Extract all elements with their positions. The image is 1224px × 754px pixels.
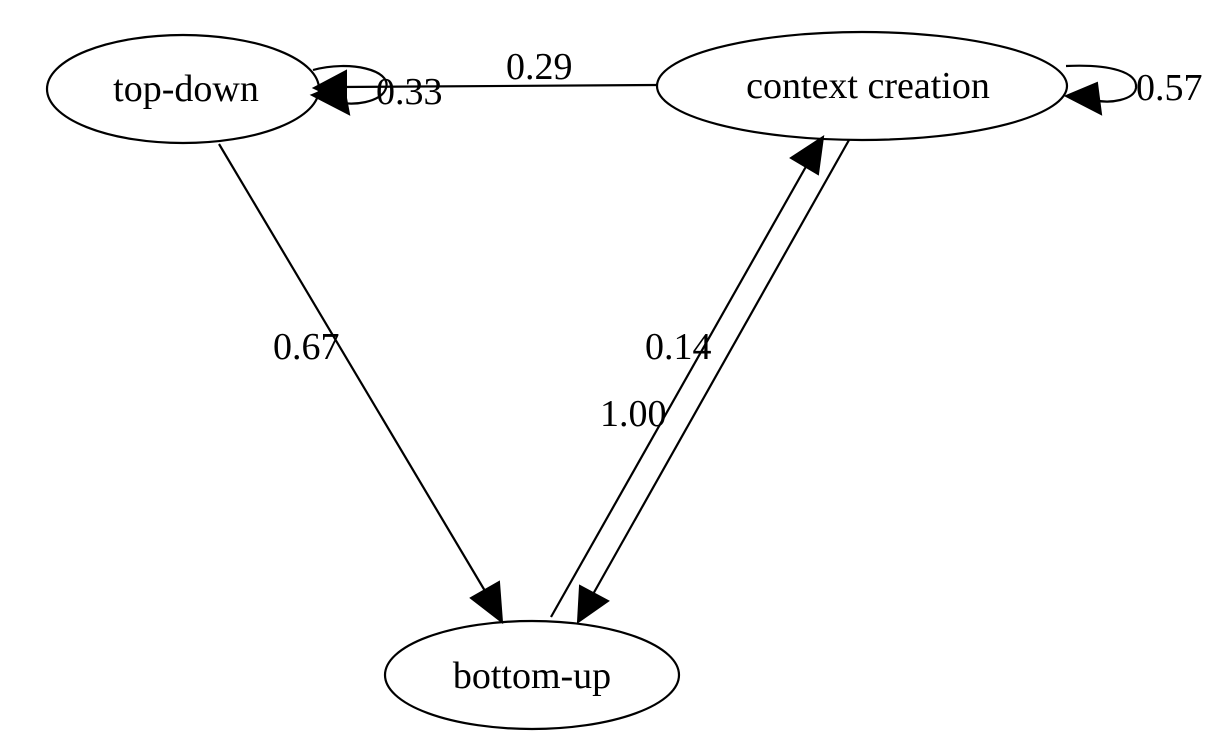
edge-bottom-up-to-context: [550, 162, 809, 618]
edge-context-to-top-down-arrowhead: [311, 69, 347, 105]
node-context-creation-label: context creation: [746, 65, 990, 107]
edge-label-context-self: 0.57: [1136, 67, 1203, 109]
edge-top-down-to-bottom-up-arrowhead: [469, 580, 504, 625]
edge-top-down-to-bottom-up: [218, 143, 489, 597]
edge-label-context-to-bottom-up: 1.00: [600, 393, 667, 435]
edge-label-top-down-to-bottom-up: 0.67: [273, 326, 340, 368]
edge-context-self-loop: [1065, 64, 1138, 103]
edge-context-to-top-down: [339, 83, 659, 89]
edge-label-bottom-up-to-context: 0.14: [645, 326, 712, 368]
node-context-creation: [655, 30, 1069, 142]
node-bottom-up: [383, 619, 681, 731]
node-top-down: [45, 33, 321, 145]
edge-context-to-bottom-up-arrowhead: [576, 584, 610, 624]
edge-bottom-up-to-context-arrowhead: [789, 134, 825, 176]
edge-context-self-loop-arrowhead: [1063, 81, 1103, 116]
node-top-down-label: top-down: [113, 68, 259, 110]
node-bottom-up-label: bottom-up: [453, 655, 611, 697]
edge-label-context-to-top-down: 0.29: [506, 46, 573, 88]
edge-context-to-bottom-up: [591, 139, 850, 597]
edge-label-top-down-self: 0.33: [376, 71, 443, 113]
